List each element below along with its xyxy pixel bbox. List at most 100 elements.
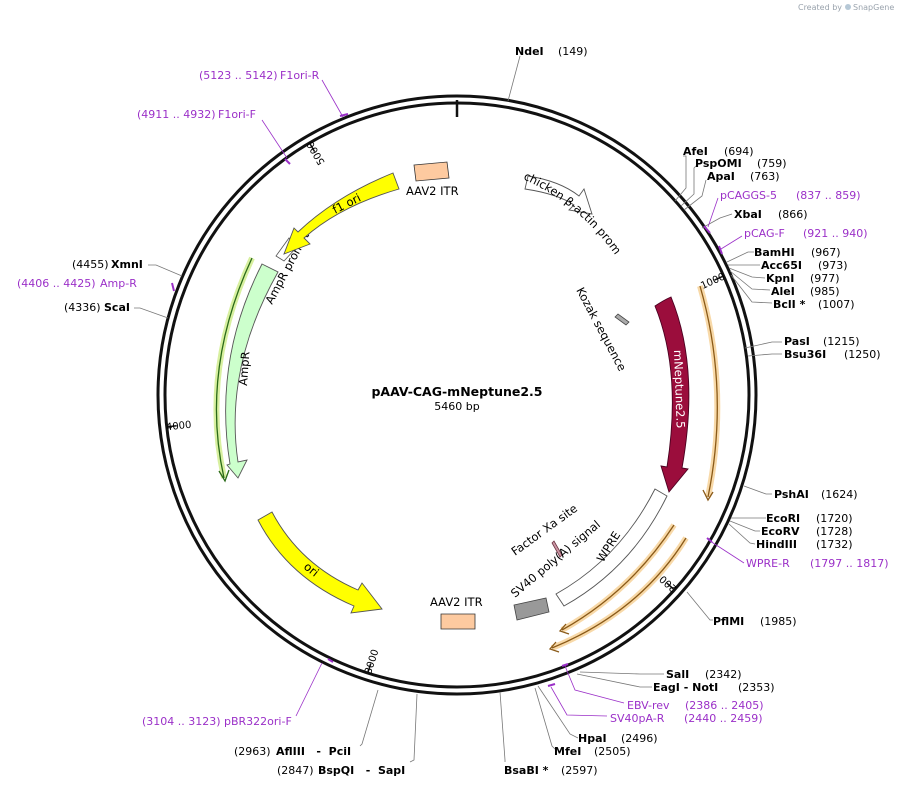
site-name: PflMI (713, 615, 744, 628)
site-cluster-afei[interactable]: AfeI (694) PspOMI (759) ApaI (763) (674, 145, 787, 211)
site-position: (2597) (561, 764, 598, 777)
tick-mark (166, 425, 177, 428)
site-name: NdeI (515, 45, 544, 58)
site-position: (2505) (594, 745, 631, 758)
tick-label: 5000 (305, 139, 327, 167)
site-cluster-ecori[interactable]: EcoRI (1720) EcoRV (1728) HindIII (1732) (728, 512, 853, 551)
site-name: ScaI (104, 301, 130, 314)
site-position: (1728) (816, 525, 853, 538)
site-name: BspQI - SapI (318, 764, 405, 777)
tick-mark (714, 275, 724, 281)
site-position: (2342) (705, 668, 742, 681)
primer-f1ori-r[interactable]: (5123 .. 5142) F1ori-R (199, 69, 349, 118)
feature-sv40-polya-signal[interactable]: SV40 poly(A) signal (508, 517, 603, 621)
primer-sv40pa-r[interactable]: SV40pA-R (2440 .. 2459) (547, 683, 763, 725)
orf-arrowhead-icon (702, 489, 714, 502)
site-position: (977) (810, 272, 840, 285)
site-name: Bsu36I (784, 348, 826, 361)
primer-ebv-rev[interactable]: EBV-rev (2386 .. 2405) (561, 663, 764, 712)
site-cluster-hpai[interactable]: HpaI (2496) MfeI (2505) (534, 685, 658, 758)
site-bsabi[interactable]: BsaBI * (2597) (499, 691, 598, 777)
primer-range: (837 .. 859) (796, 189, 861, 202)
site-position: (985) (810, 285, 840, 298)
primer-name: EBV-rev (627, 699, 670, 712)
tick-mark (308, 142, 316, 152)
feature-label: AAV2 ITR (406, 184, 459, 198)
site-position: (4455) (72, 258, 109, 271)
feature-kozak-sequence[interactable]: Kozak sequence (573, 285, 630, 374)
site-position: (149) (558, 45, 588, 58)
site-position: (866) (778, 208, 808, 221)
restriction-sites: NdeI (149) AfeI (694) PspOMI (759) ApaI … (64, 45, 881, 777)
primer-range: (1797 .. 1817) (810, 557, 889, 570)
features: AAV2 ITR chicken β-actin promoter Kozak … (0, 0, 721, 653)
site-name: KpnI (766, 272, 794, 285)
site-bspqi-sapi[interactable]: (2847) BspQI - SapI (277, 693, 418, 777)
site-position: (694) (724, 145, 754, 158)
site-afliii-pcii[interactable]: (2963) AflIII - PciI (234, 689, 379, 758)
primer-range: (3104 .. 3123) (142, 715, 221, 728)
site-name: HindIII (756, 538, 797, 551)
site-name: HpaI (578, 732, 607, 745)
primer-name: F1ori-R (280, 69, 320, 82)
site-name: BclI * (773, 298, 806, 311)
site-position: (1215) (823, 335, 860, 348)
primer-wpre-r[interactable]: WPRE-R (1797 .. 1817) (706, 537, 889, 570)
orf-arrowhead-icon (558, 623, 570, 635)
tick-label: 4000 (166, 420, 193, 434)
primer-pcaggs-5[interactable]: pCAGGS-5 (837 .. 859) (703, 189, 861, 234)
primer-name: SV40pA-R (610, 712, 665, 725)
site-xmni[interactable]: (4455) XmnI (72, 258, 183, 277)
feature-aav2-itr-bottom[interactable]: AAV2 ITR (430, 595, 483, 630)
primer-range: (921 .. 940) (803, 227, 868, 240)
site-xbai[interactable]: XbaI (866) (701, 208, 808, 229)
feature-ori[interactable]: ori (257, 511, 383, 614)
site-scai[interactable]: (4336) ScaI (64, 301, 169, 319)
site-position: (1985) (760, 615, 797, 628)
credit-prefix: Created by (798, 3, 842, 12)
site-name: Acc65I (761, 259, 802, 272)
backbone (156, 94, 758, 696)
primer-name: F1ori-F (218, 108, 256, 121)
site-position: (1732) (816, 538, 853, 551)
plasmid-length: 5460 bp (434, 400, 479, 413)
site-cluster-sali[interactable]: SalI (2342) EagI - NotI (2353) (576, 668, 775, 694)
primer-amp-r[interactable]: (4406 .. 4425) Amp-R (17, 277, 175, 292)
primer-f1ori-f[interactable]: (4911 .. 4932) F1ori-F (137, 108, 291, 165)
site-name: SalI (666, 668, 689, 681)
primer-range: (4911 .. 4932) (137, 108, 216, 121)
primers: pCAGGS-5 (837 .. 859) pCAG-F (921 .. 940… (17, 69, 889, 728)
feature-mneptune2-5[interactable]: mNeptune2.5 (654, 296, 690, 493)
site-cluster-bamhi[interactable]: BamHI (967) Acc65I (973) KpnI (977) AleI… (726, 246, 855, 311)
site-position: (763) (750, 170, 780, 183)
primer-name: WPRE-R (746, 557, 790, 570)
site-position: (1007) (818, 298, 855, 311)
snapgene-logo-icon (845, 4, 851, 10)
site-pflmi[interactable]: PflMI (1985) (686, 591, 797, 628)
feature-label: AmpR (236, 351, 252, 386)
site-ndei[interactable]: NdeI (149) (507, 45, 588, 102)
site-pshai[interactable]: PshAI (1624) (743, 485, 858, 501)
plasmid-name: pAAV-CAG-mNeptune2.5 (371, 384, 542, 399)
credit-brand: SnapGene (853, 3, 894, 12)
site-name: BamHI (754, 246, 795, 259)
primer-range: (2386 .. 2405) (685, 699, 764, 712)
tick-mark (367, 663, 372, 674)
primer-range: (5123 .. 5142) (199, 69, 278, 82)
primer-pcag-f[interactable]: pCAG-F (921 .. 940) (718, 227, 868, 255)
feature-f1-ori[interactable]: f1 ori (283, 172, 400, 255)
feature-aav2-itr-top[interactable]: AAV2 ITR (406, 161, 459, 198)
site-name: PspOMI (695, 157, 742, 170)
feature-chicken-beta-actin-promoter[interactable]: chicken β-actin promoter (0, 0, 624, 257)
site-cluster-pasi[interactable]: PasI (1215) Bsu36I (1250) (744, 335, 881, 361)
site-name: BsaBI * (504, 764, 549, 777)
site-position: (1720) (816, 512, 853, 525)
site-name: AflIII - PciI (276, 745, 351, 758)
feature-ampr[interactable]: AmpR (225, 263, 279, 479)
primer-pbr322ori-f[interactable]: (3104 .. 3123) pBR322ori-F (142, 658, 334, 728)
site-position: (2847) (277, 764, 314, 777)
site-name: AleI (771, 285, 795, 298)
site-position: (2963) (234, 745, 271, 758)
snapgene-credit: Created by SnapGene (798, 3, 894, 12)
